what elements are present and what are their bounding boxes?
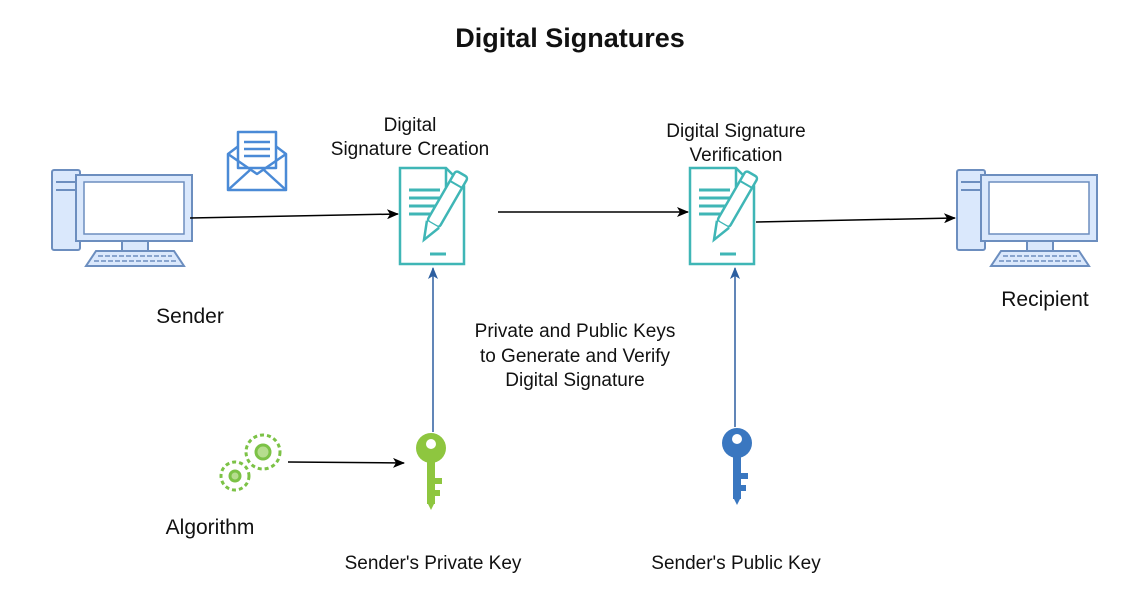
- arrow-verification-to-recipient: [755, 213, 956, 224]
- sender-computer-icon: [51, 169, 193, 267]
- signature-verification-label: Digital Signature Verification: [666, 121, 806, 166]
- arrow-sender-to-creation: [189, 209, 399, 220]
- algorithm-label: Algorithm: [165, 516, 255, 539]
- keys-note: Private and Public Keys to Generate and …: [474, 321, 676, 392]
- diagram-title: Digital Signatures: [455, 23, 685, 53]
- recipient-label: Recipient: [1001, 288, 1089, 311]
- signature-creation-label: Digital Signature Creation: [330, 115, 490, 160]
- signature-creation-document-icon: [398, 166, 470, 266]
- sender-label: Sender: [156, 305, 224, 328]
- public-key-icon: [722, 428, 752, 505]
- public-key-label: Sender's Public Key: [651, 553, 821, 574]
- email-envelope-icon: [226, 130, 288, 192]
- connector-arrows: [189, 207, 956, 468]
- signature-verification-document-icon: [688, 166, 760, 266]
- arrow-algorithm-to-private-key: [287, 457, 405, 468]
- recipient-computer-icon: [956, 169, 1098, 267]
- gears-icon: [219, 433, 282, 492]
- private-key-label: Sender's Private Key: [344, 553, 522, 574]
- private-key-icon: [416, 433, 446, 510]
